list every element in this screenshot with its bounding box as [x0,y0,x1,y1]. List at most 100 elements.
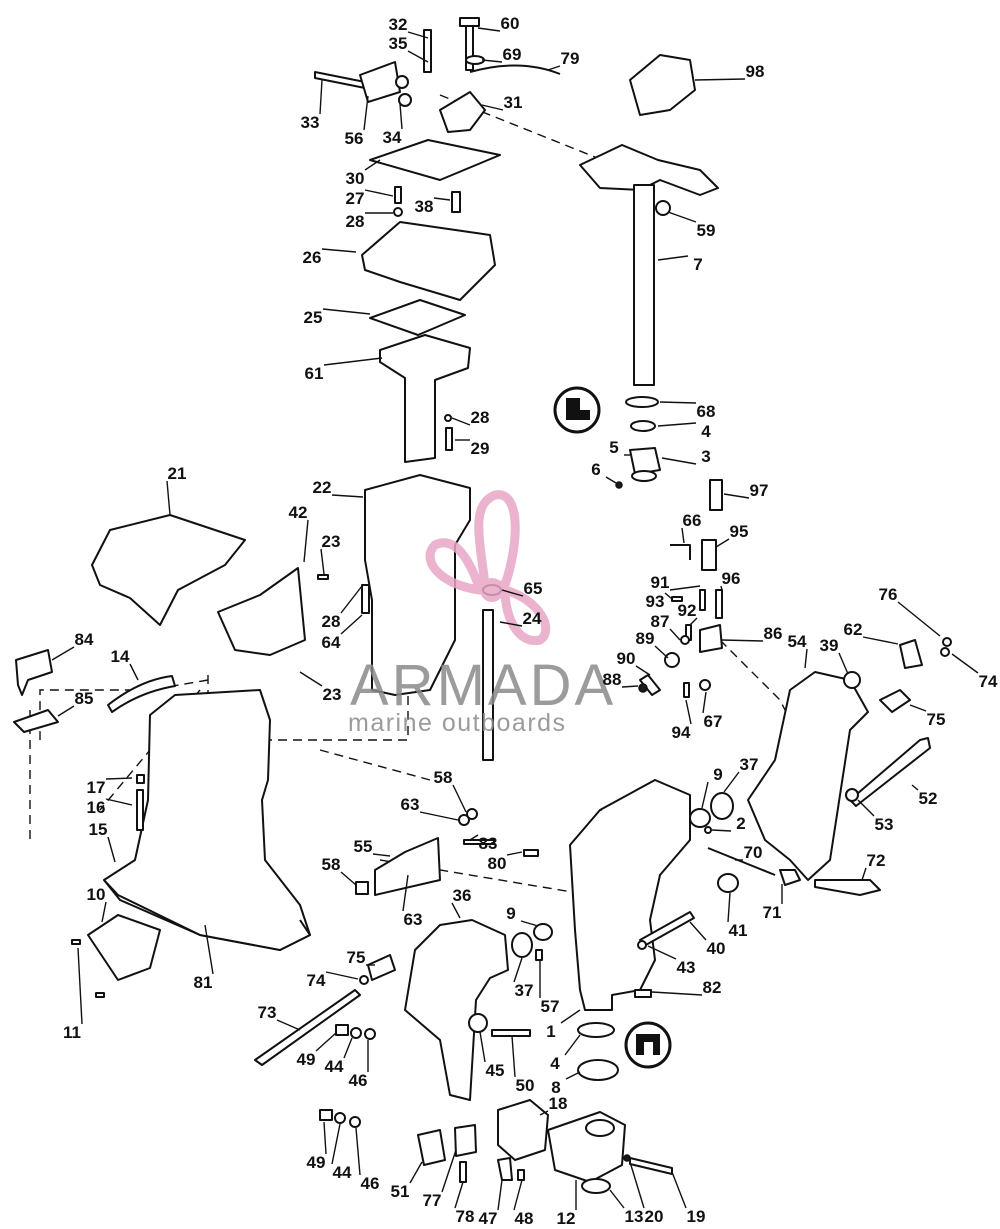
callout-98: 98 [746,62,765,81]
callout-95: 95 [730,522,749,541]
leader-line-63a [419,811,459,821]
callout-74a: 74 [979,672,998,691]
leader-line-39 [838,652,849,675]
callout-9a: 9 [713,765,722,784]
bracket-85 [13,709,59,733]
leader-line-38 [433,197,451,201]
callout-43: 43 [677,958,696,977]
leader-line-26 [321,248,357,253]
leader-line-51 [409,1161,423,1184]
leader-line-34 [399,103,403,130]
screw-57 [535,949,543,961]
leader-line-82 [651,991,703,996]
plate-62 [899,639,923,669]
callout-94: 94 [672,723,691,742]
bearing-8 [577,1059,619,1081]
leader-line-31 [481,104,504,111]
callout-22: 22 [313,478,332,497]
leader-line-16 [105,798,133,806]
leader-line-7 [657,255,689,261]
callout-87: 87 [651,612,670,631]
callout-81: 81 [194,973,213,992]
leader-line-52 [911,784,919,791]
cover-42 [217,567,306,656]
exhaust-housing-61 [379,334,471,463]
leader-line-68 [659,401,697,404]
callout-89: 89 [636,629,655,648]
leader-line-23a [320,548,325,575]
leader-line-60 [477,27,501,32]
knob-58b [355,881,369,895]
leader-line-89 [654,645,669,659]
leader-line-90 [635,665,651,676]
callout-71: 71 [763,903,782,922]
leader-line-63b [402,874,409,912]
callout-41: 41 [729,921,748,940]
pin-91 [699,589,706,611]
leader-line-74a [951,653,979,674]
washer-74b [359,975,369,985]
callout-24: 24 [523,609,542,628]
rod-73 [254,989,361,1066]
spring-89 [664,652,680,668]
leader-line-17 [105,777,133,780]
leader-line-55 [372,853,391,857]
callout-96: 96 [722,569,741,588]
callout-34: 34 [383,128,402,147]
washer-17 [136,774,145,784]
pad-51 [417,1129,446,1166]
callout-45: 45 [486,1061,505,1080]
callout-6: 6 [591,460,600,479]
leader-line-72 [861,867,867,881]
callout-76: 76 [879,585,898,604]
callout-12: 12 [557,1209,576,1228]
callout-35: 35 [389,34,408,53]
leader-line-59 [667,211,697,223]
leader-line-18 [539,1110,549,1116]
leader-line-58b [340,871,357,886]
leader-line-67 [702,691,707,714]
nut-49a [335,1024,349,1036]
callout-59: 59 [697,221,716,240]
callout-80: 80 [488,854,507,873]
leader-line-74b [325,971,359,980]
washer-74a [940,647,950,657]
ring-4b [577,1022,615,1038]
ring-4a [630,420,656,432]
leader-line-92 [689,617,698,626]
callout-52: 52 [919,789,938,808]
gasket-30 [369,139,501,181]
lubricant-symbol-icon [624,1021,672,1069]
callout-68: 68 [697,402,716,421]
bushing-9b [533,923,553,941]
leader-line-25 [322,308,371,315]
callout-49a: 49 [297,1050,316,1069]
washer-28a [393,207,403,217]
callout-78: 78 [456,1207,475,1226]
callout-58b: 58 [322,855,341,874]
leader-line-8 [565,1071,581,1080]
callout-8: 8 [551,1078,560,1097]
leader-lines [51,27,979,1211]
callout-23a: 23 [322,532,341,551]
bracket-84 [15,649,53,696]
bracket-86 [699,624,723,653]
callout-31: 31 [504,93,523,112]
leader-line-50 [511,1035,516,1078]
callout-26: 26 [303,248,322,267]
leader-line-20 [629,1161,645,1209]
leader-line-28b [451,417,471,426]
leader-line-37a [723,771,740,793]
callout-88: 88 [603,670,622,689]
callout-46a: 46 [349,1071,368,1090]
leader-line-53 [857,799,875,817]
callout-66: 66 [683,511,702,530]
leader-line-48 [513,1179,523,1211]
block-77 [454,1124,477,1157]
leader-line-13 [609,1189,625,1209]
bushing-75a [879,689,911,713]
screw-80 [523,849,539,857]
housing-12-bore [585,1119,615,1137]
leader-line-11 [77,947,83,1025]
callout-75a: 75 [927,710,946,729]
